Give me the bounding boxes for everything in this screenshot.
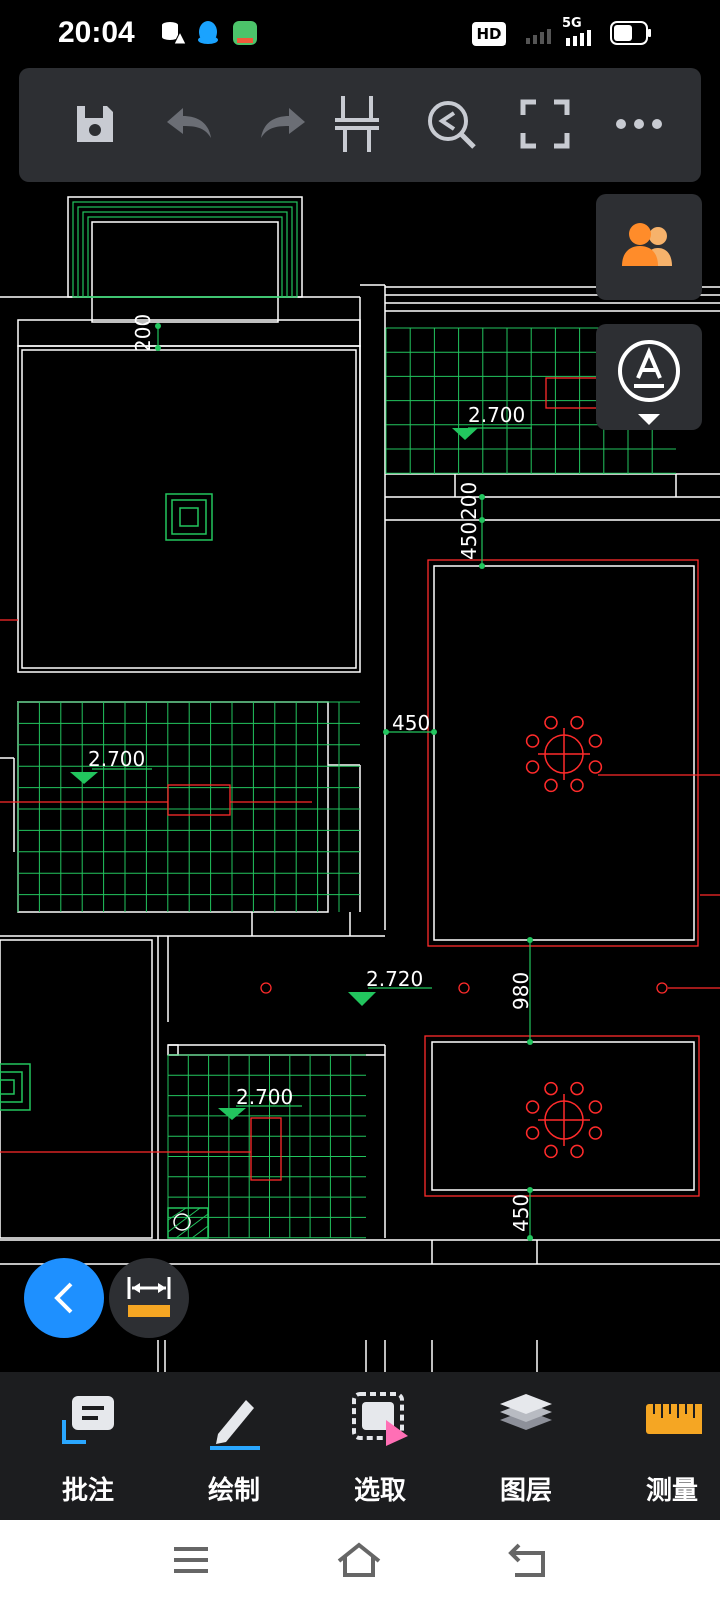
app-badge-icon — [233, 21, 257, 45]
dim-980: 980 — [509, 972, 533, 1010]
measure-tool-button[interactable] — [109, 1258, 189, 1338]
text-style-icon — [618, 340, 680, 402]
users-icon — [622, 223, 672, 266]
dimension-dots — [70, 323, 533, 1241]
database-alert-icon — [162, 22, 186, 45]
zoom-extents-button[interactable] — [421, 94, 481, 154]
more-icon — [616, 119, 662, 129]
measure-distance-icon — [127, 1277, 171, 1317]
back-button[interactable] — [24, 1258, 104, 1338]
signal-icon — [526, 29, 551, 44]
chevron-left-icon — [54, 1282, 73, 1314]
dim-200-mid: 200 — [457, 482, 481, 520]
status-bar: 20:04 HD 2 5G — [0, 0, 720, 66]
draw-label: 绘制 — [207, 1476, 260, 1506]
ruler-icon — [646, 1404, 702, 1434]
balcony-lines — [72, 201, 298, 298]
more-button[interactable] — [609, 94, 669, 154]
red-elements — [0, 377, 720, 1197]
dim-200-top: 200 — [131, 314, 155, 352]
dimension-lines — [92, 325, 532, 1238]
hd-badge: HD — [472, 22, 506, 46]
back-icon — [508, 1543, 545, 1577]
menu-button[interactable] — [166, 1538, 216, 1582]
select-label: 选取 — [353, 1476, 406, 1506]
measure-label: 测量 — [645, 1476, 698, 1506]
trim-icon — [335, 96, 379, 152]
dim-450-left: 450 — [392, 711, 430, 735]
text-style-button[interactable] — [596, 324, 702, 430]
hatch — [167, 1207, 209, 1239]
redo-icon — [261, 108, 305, 138]
top-toolbar — [19, 68, 701, 182]
network-type: 5G — [562, 16, 582, 31]
dim-450-mid: 450 — [457, 522, 481, 560]
undo-icon — [167, 108, 211, 138]
hd-sub: 2 — [498, 34, 507, 48]
home-button[interactable] — [334, 1538, 384, 1582]
save-icon — [77, 106, 113, 142]
select-icon — [352, 1392, 408, 1446]
system-back-button[interactable] — [502, 1538, 552, 1582]
qq-penguin-icon — [198, 21, 218, 44]
annotation-tab[interactable]: 批注 — [28, 1382, 148, 1512]
vent-fixtures — [0, 493, 213, 1239]
trim-button[interactable] — [327, 94, 387, 154]
elevation-label-2: 2.700 — [88, 747, 145, 771]
select-tab[interactable]: 选取 — [320, 1382, 440, 1512]
annotation-icon — [62, 1396, 114, 1444]
chandelier-fixtures — [525, 715, 603, 1159]
layers-icon — [500, 1394, 552, 1430]
elevation-label-1: 2.700 — [468, 403, 525, 427]
elevation-label-3: 2.720 — [366, 967, 423, 991]
elevation-label-4: 2.700 — [236, 1085, 293, 1109]
fullscreen-icon — [520, 99, 570, 149]
draw-tab[interactable]: 绘制 — [174, 1382, 294, 1512]
chevron-down-icon — [638, 414, 660, 425]
system-nav-bar — [0, 1520, 720, 1600]
home-icon — [337, 1542, 381, 1577]
collaborators-button[interactable] — [596, 194, 702, 300]
battery-icon — [610, 21, 651, 45]
pencil-icon — [210, 1400, 260, 1450]
signal-bars-icon — [566, 30, 591, 46]
redo-button[interactable] — [253, 94, 313, 154]
menu-icon — [174, 1547, 208, 1573]
layers-tab[interactable]: 图层 — [466, 1382, 586, 1512]
measure-tab[interactable]: 测量 — [612, 1382, 720, 1512]
status-time: 20:04 — [58, 16, 135, 49]
annotation-label: 批注 — [61, 1476, 114, 1506]
save-button[interactable] — [65, 94, 125, 154]
undo-button[interactable] — [159, 94, 219, 154]
layers-label: 图层 — [499, 1476, 552, 1506]
dim-450-bot: 450 — [509, 1194, 533, 1232]
fullscreen-button[interactable] — [515, 94, 575, 154]
zoom-extents-icon — [428, 101, 476, 149]
bottom-toolbar: 批注 绘制 选取 图层 测量 — [0, 1372, 720, 1520]
